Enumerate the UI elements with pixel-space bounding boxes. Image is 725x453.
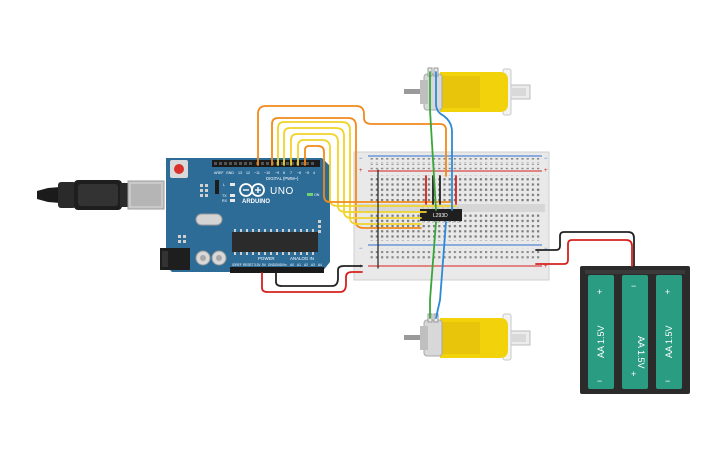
- chip-label: L293D: [433, 213, 448, 219]
- svg-text:−: −: [544, 246, 548, 252]
- wire-orange[interactable]: [304, 145, 453, 203]
- dc-motor-top: [404, 67, 531, 116]
- battery-cell-top-symbol: −: [631, 281, 636, 291]
- on-led-label: ON: [314, 193, 320, 197]
- wire-orange[interactable]: [271, 117, 422, 229]
- svg-text:RESET: RESET: [243, 263, 254, 267]
- svg-text:13: 13: [238, 171, 242, 175]
- svg-text:+: +: [359, 264, 363, 270]
- svg-text:−: −: [544, 156, 548, 162]
- svg-text:8: 8: [283, 171, 285, 175]
- wire-yellow[interactable]: [297, 139, 457, 207]
- tx-led-label: TX: [222, 194, 227, 198]
- wire-red[interactable]: [535, 239, 633, 267]
- brand-label: ARDUINO: [242, 199, 270, 205]
- svg-text:A1: A1: [297, 263, 301, 267]
- wires: [257, 71, 635, 319]
- svg-text:A3: A3: [311, 263, 315, 267]
- battery-cell-label: AA 1.5V: [664, 325, 674, 358]
- svg-text:5V: 5V: [262, 263, 267, 267]
- svg-text:A2: A2: [304, 263, 308, 267]
- battery-cell-top-symbol: +: [597, 287, 602, 297]
- digital-label: DIGITAL (PWM~): [266, 176, 299, 181]
- battery-cell-bottom-symbol: −: [597, 376, 602, 386]
- motor-driver-chip: L293D: [420, 207, 462, 223]
- battery-cell-bottom-symbol: −: [665, 376, 670, 386]
- wire-yellow[interactable]: [290, 133, 427, 213]
- battery-cell-label: AA 1.5V: [636, 336, 646, 369]
- wire-green[interactable]: [429, 71, 437, 211]
- svg-text:12: 12: [246, 171, 250, 175]
- wire-blue[interactable]: [435, 71, 453, 211]
- battery-cell-top-symbol: +: [665, 287, 670, 297]
- power-header: [230, 267, 288, 273]
- svg-text:3.3V: 3.3V: [254, 263, 261, 267]
- wire-black[interactable]: [275, 265, 363, 287]
- svg-text:+: +: [544, 168, 548, 174]
- svg-text:AREF: AREF: [214, 171, 224, 175]
- wire-green[interactable]: [429, 221, 437, 319]
- svg-text:A0: A0: [290, 263, 294, 267]
- svg-text:IOREF: IOREF: [232, 263, 242, 267]
- svg-text:~5: ~5: [305, 171, 309, 175]
- svg-text:GND: GND: [226, 171, 234, 175]
- rx-led-label: RX: [222, 199, 228, 203]
- svg-text:−: −: [359, 156, 363, 162]
- arduino-logo: [239, 183, 265, 197]
- svg-text:+: +: [544, 264, 548, 270]
- reset-button[interactable]: [174, 164, 184, 174]
- svg-text:Vin: Vin: [282, 263, 287, 267]
- svg-text:A4: A4: [318, 263, 322, 267]
- l-led-label: L: [223, 183, 225, 187]
- battery-cell: + AA 1.5V −: [588, 275, 614, 389]
- usb-cable: [37, 180, 165, 210]
- svg-text:4: 4: [313, 171, 315, 175]
- svg-text:+: +: [359, 168, 363, 174]
- wire-red[interactable]: [261, 271, 363, 293]
- battery-cell: − AA 1.5V +: [622, 275, 648, 389]
- analog-label: ANALOG IN: [290, 256, 314, 261]
- crystal-oscillator: [195, 213, 223, 226]
- model-label: UNO: [270, 186, 294, 197]
- svg-text:~9: ~9: [275, 171, 279, 175]
- svg-text:GND: GND: [275, 263, 283, 267]
- svg-text:7: 7: [290, 171, 292, 175]
- battery-cell-bottom-symbol: +: [631, 369, 636, 379]
- analog-header: [288, 267, 324, 273]
- wire-yellow[interactable]: [283, 127, 422, 219]
- svg-text:−: −: [359, 246, 363, 252]
- svg-text:~10: ~10: [264, 171, 270, 175]
- atmega-chip: [232, 232, 318, 252]
- power-label: POWER: [258, 256, 275, 261]
- battery-cell-label: AA 1.5V: [596, 325, 606, 358]
- wire-orange[interactable]: [257, 105, 447, 177]
- wire-blue[interactable]: [435, 221, 447, 319]
- wire-yellow[interactable]: [277, 121, 422, 225]
- svg-text:GND: GND: [268, 263, 276, 267]
- battery-pack: + AA 1.5V − − AA 1.5V + + AA 1.5V −: [580, 266, 690, 394]
- svg-text:~6: ~6: [297, 171, 301, 175]
- dc-motor-bottom: [404, 313, 531, 361]
- wire-black[interactable]: [535, 231, 635, 267]
- battery-cell: + AA 1.5V −: [656, 275, 682, 389]
- svg-text:~11: ~11: [254, 171, 260, 175]
